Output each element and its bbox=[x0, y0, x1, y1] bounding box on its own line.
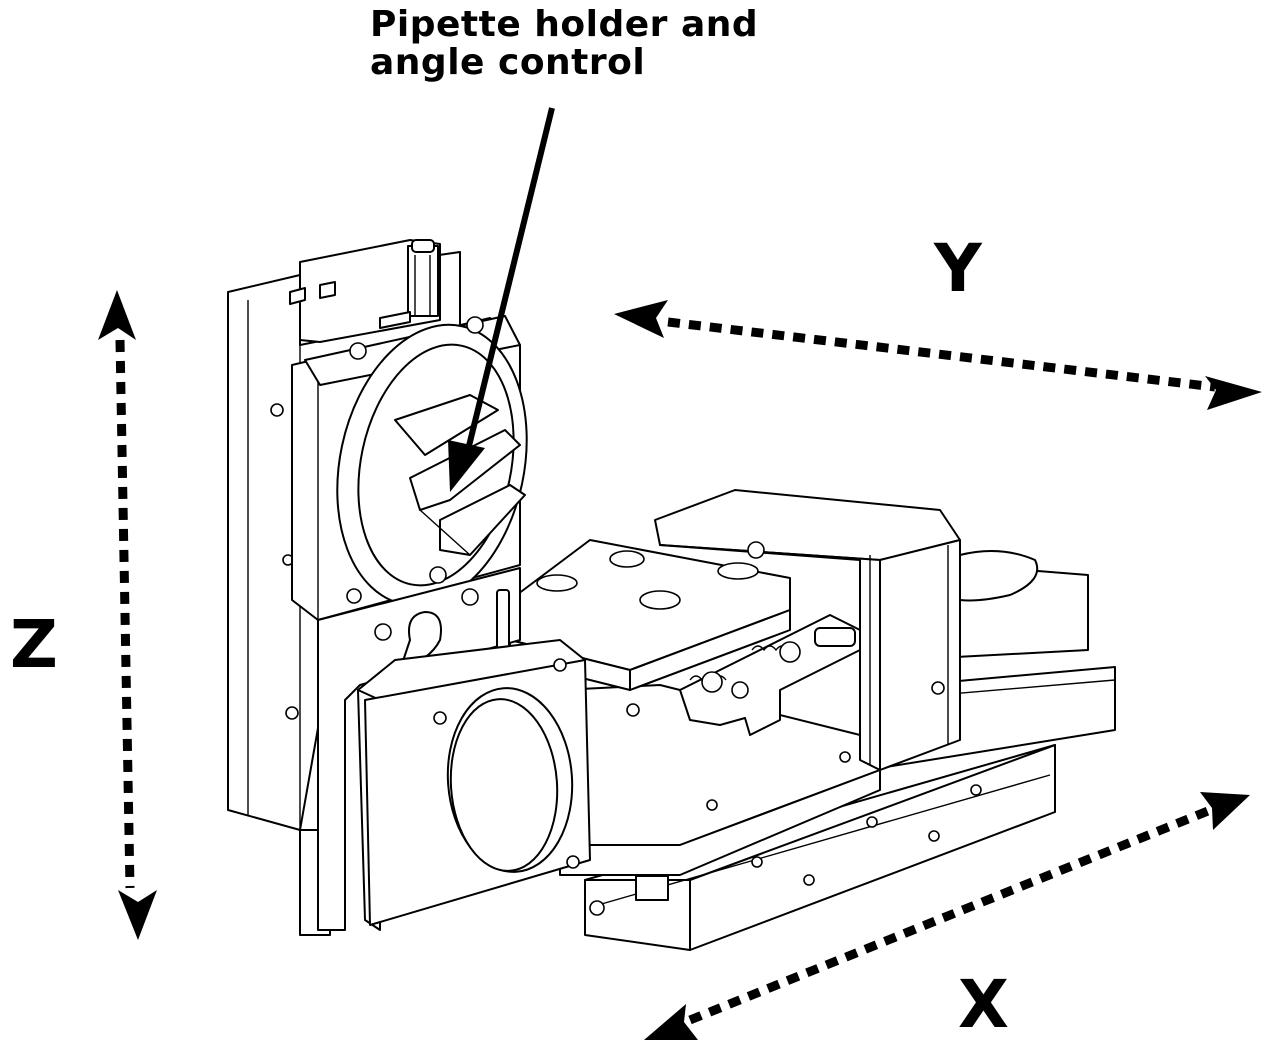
pipette-holder-caption: Pipette holder and angle control bbox=[370, 6, 790, 82]
micromanipulator-device bbox=[227, 239, 1116, 951]
caption-line-2: angle control bbox=[370, 42, 646, 83]
z-axis-label: Z bbox=[10, 606, 58, 683]
x-axis-arrow bbox=[644, 792, 1250, 1040]
caption-line-1: Pipette holder and bbox=[370, 4, 759, 45]
y-axis-label: Y bbox=[934, 230, 982, 307]
z-axis-arrow bbox=[98, 290, 157, 940]
callout-pointer-arrow bbox=[448, 107, 555, 492]
y-axis-arrow bbox=[614, 300, 1262, 410]
x-axis-label: X bbox=[958, 966, 1009, 1043]
